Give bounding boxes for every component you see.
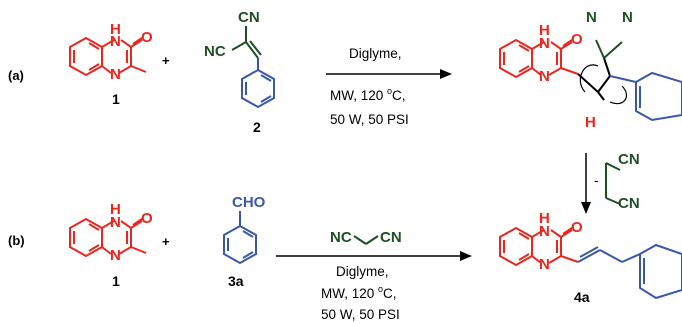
product-4a-structure: [499, 226, 682, 300]
int-nh-h: H: [539, 22, 550, 39]
b-nh-h: H: [110, 201, 121, 218]
cond-a-line3: 50 W, 50 PSI: [330, 112, 409, 127]
nh-nitrogen: N: [110, 33, 121, 50]
int-ring-n: N: [539, 68, 550, 85]
int-oxygen: O: [571, 31, 583, 48]
compound-1-structure: [69, 36, 147, 77]
plus-a: +: [162, 53, 170, 68]
compound-3a-label: 3a: [228, 273, 244, 289]
nc-left: NC: [204, 43, 226, 60]
p-oxygen: O: [571, 219, 583, 236]
cond-b-line1: Diglyme,: [336, 264, 389, 279]
b-nh-n: N: [110, 214, 121, 231]
reagent-cn: CN: [380, 229, 402, 246]
minus-sign: -: [594, 173, 599, 188]
cond-a-line2: MW, 120 oC,: [330, 86, 406, 103]
malononitrile-lost: [605, 162, 621, 205]
row-b-label: (b): [8, 233, 25, 248]
cond-b-line2: MW, 120 oC,: [321, 284, 397, 301]
row-a-label: (a): [8, 68, 24, 83]
carbonyl-oxygen: O: [141, 29, 153, 46]
cond-a-line1: Diglyme,: [349, 46, 402, 61]
compound-1b-structure: [69, 217, 147, 258]
reagent-nc: NC: [330, 229, 352, 246]
intermediate-structure: [499, 38, 682, 122]
int-n-left: N: [586, 9, 597, 26]
compound-1-label: 1: [112, 91, 120, 107]
int-n-right: N: [622, 9, 633, 26]
cho-group: CHO: [232, 194, 266, 211]
b-oxygen: O: [141, 210, 153, 227]
cn-top: CN: [238, 9, 260, 26]
product-4a-label: 4a: [574, 289, 590, 305]
b-ring-n: N: [110, 247, 121, 264]
malononitrile-reagent: [353, 235, 379, 245]
ring-nitrogen: N: [110, 66, 121, 83]
int-h: H: [585, 114, 596, 131]
nh-hydrogen: H: [110, 21, 121, 38]
p-nh-n: N: [539, 223, 550, 240]
plus-b: +: [162, 234, 170, 249]
compound-2-structure: [231, 26, 275, 109]
p-ring-n: N: [539, 256, 550, 273]
compound-2-label: 2: [253, 119, 261, 135]
compound-1b-label: 1: [112, 273, 120, 289]
compound-3a-structure: [223, 211, 257, 265]
cond-b-line3: 50 W, 50 PSI: [321, 307, 400, 322]
int-nh-n: N: [539, 35, 550, 52]
lost-cn-bottom: CN: [618, 195, 640, 212]
p-nh-h: H: [539, 210, 550, 227]
lost-cn-top: CN: [618, 151, 640, 168]
